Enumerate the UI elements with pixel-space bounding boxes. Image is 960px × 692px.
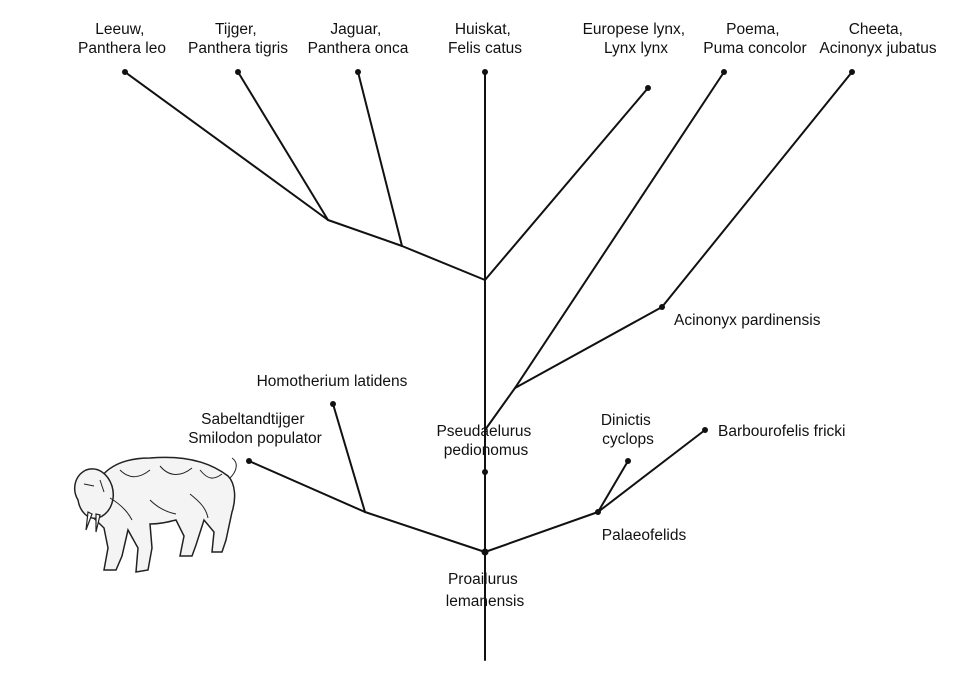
label-leeuw: Leeuw, Panthera leo (78, 21, 166, 57)
node-lynx (645, 85, 651, 91)
saber-tooth-cat-illustration (73, 456, 237, 573)
node-leeuw (122, 69, 128, 75)
edge-panthera-lion-tiger (327, 219, 403, 247)
edge-felinae-panthera (401, 245, 486, 281)
edge-barbourofelis (597, 429, 706, 513)
label-pseudaelurus: Pseudaelurus pedionomus (436, 423, 535, 459)
node-pseudaelurus (482, 469, 488, 475)
node-palaeofelids (595, 509, 601, 515)
edge-pseudaelurus-puma-acinonyx (484, 387, 516, 431)
edge-lynx (484, 87, 649, 281)
label-poema: Poema, Puma concolor (703, 21, 806, 57)
edge-leeuw (124, 71, 329, 221)
label-huiskat: Huiskat, Felis catus (448, 21, 522, 57)
node-smilodon (246, 458, 252, 464)
label-homotherium: Homotherium latidens (257, 373, 408, 390)
node-dinictis (625, 458, 631, 464)
edge-palaeofelids (484, 511, 599, 553)
label-lynx: Europese lynx, Lynx lynx (583, 21, 690, 57)
edge-dinictis (597, 460, 629, 513)
edge-cheeta (661, 71, 853, 308)
node-jaguar (355, 69, 361, 75)
label-palaeofelids: Palaeofelids (602, 527, 687, 544)
label-jaguar: Jaguar, Panthera onca (308, 21, 409, 57)
node-acinonyx-pardinensis (659, 304, 665, 310)
label-dinictis: Dinictis cyclops (601, 412, 655, 448)
node-barbourofelis (702, 427, 708, 433)
node-huiskat (482, 69, 488, 75)
edge-acinonyx-pardinensis (514, 306, 663, 389)
node-poema (721, 69, 727, 75)
label-barbourofelis: Barbourofelis fricki (718, 423, 846, 440)
edge-jaguar (357, 71, 403, 247)
edge-homotherium (332, 403, 366, 513)
label-proailurus: Proailurus lemanensis (446, 571, 525, 610)
tree-edges (124, 71, 853, 661)
edge-smilodon (248, 460, 366, 513)
label-cheeta: Cheeta, Acinonyx jubatus (819, 21, 936, 57)
tree-nodes (122, 69, 855, 556)
label-tijger: Tijger, Panthera tigris (188, 21, 288, 57)
taxon-labels: Leeuw, Panthera leo Tijger, Panthera tig… (78, 21, 937, 610)
node-homotherium (330, 401, 336, 407)
node-cheeta (849, 69, 855, 75)
edge-tijger (237, 71, 329, 221)
label-smilodon: Sabeltandtijger Smilodon populator (188, 411, 322, 447)
edge-poema (514, 71, 725, 389)
edge-machairodont (364, 511, 486, 553)
node-tijger (235, 69, 241, 75)
label-acinonyx-pardinensis: Acinonyx pardinensis (674, 312, 821, 329)
node-proailurus (481, 548, 489, 556)
